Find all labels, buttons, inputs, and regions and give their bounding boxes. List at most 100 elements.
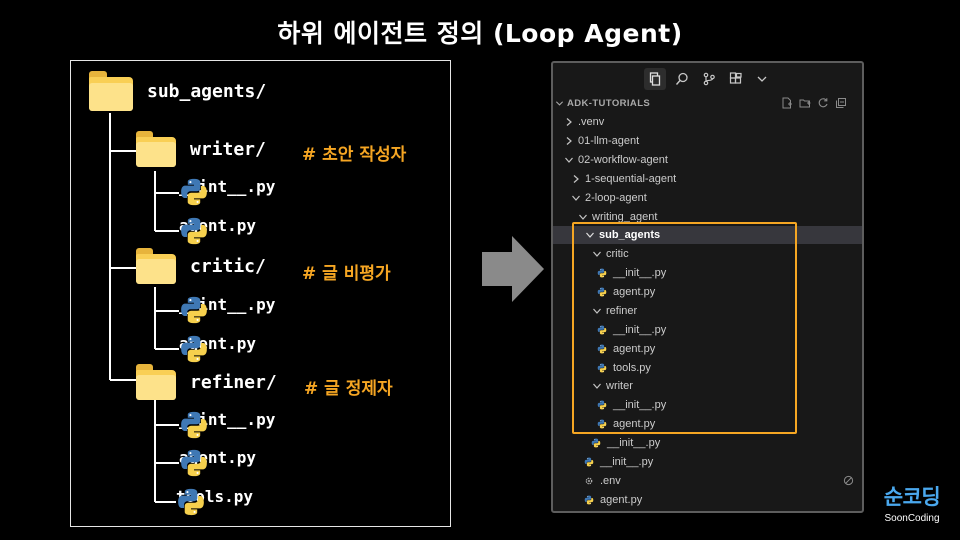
- python-file-icon: [591, 438, 601, 448]
- python-file-icon: [597, 419, 607, 429]
- tree-folder-refiner: refiner/: [136, 364, 277, 400]
- tree-row-label: agent.py: [613, 286, 656, 298]
- folder-label-refiner: refiner/: [190, 371, 277, 393]
- python-file-icon: [597, 287, 607, 297]
- tree-row-refiner-agent[interactable]: agent.py: [553, 340, 862, 358]
- tree-row-agent[interactable]: agent.py: [553, 491, 862, 509]
- tree-file-refiner-agent: agent.py: [179, 448, 256, 477]
- python-icon: [181, 296, 207, 324]
- tree-row-refiner-init[interactable]: __init__.py: [553, 321, 862, 339]
- python-file-icon: [584, 457, 594, 467]
- tree-row-label: __init__.py: [613, 267, 667, 279]
- chevron-down-icon: [593, 308, 601, 314]
- tree-row-sub-agents-init[interactable]: __init__.py: [553, 434, 862, 452]
- tree-row-label: 2-loop-agent: [585, 192, 647, 204]
- chevron-down-icon[interactable]: [555, 99, 564, 108]
- chevron-down-icon: [572, 195, 580, 201]
- tree-folder-critic: critic/: [136, 248, 266, 284]
- tree-row-label: __init__.py: [613, 324, 667, 336]
- tree-row-label: sub_agents: [599, 229, 661, 241]
- explorer-files-icon[interactable]: [644, 68, 666, 90]
- python-icon: [181, 449, 207, 477]
- folder-label-writer: writer/: [190, 138, 266, 160]
- tree-row-label: tools.py: [613, 362, 651, 374]
- tree-row-01-llm-agent[interactable]: 01-llm-agent: [553, 132, 862, 150]
- tree-row-2-loop-agent[interactable]: 2-loop-agent: [553, 189, 862, 207]
- chevron-down-icon: [593, 383, 601, 389]
- tree-row-label: .env: [600, 475, 621, 487]
- vscode-explorer-panel: ADK-TUTORIALS .venv 01-llm-agent 02-work…: [551, 61, 864, 513]
- python-file-icon: [597, 363, 607, 373]
- tree-row-label: 01-llm-agent: [578, 135, 640, 147]
- tree-row-writer[interactable]: writer: [553, 377, 862, 395]
- slide-title: 하위 에이전트 정의 (Loop Agent): [277, 19, 683, 48]
- tree-row-writer-init[interactable]: __init__.py: [553, 396, 862, 414]
- tree-row-label: refiner: [606, 305, 638, 317]
- right-arrow-icon: [482, 236, 544, 302]
- tree-row-02-workflow-agent[interactable]: 02-workflow-agent: [553, 151, 862, 169]
- tree-row-label: __init__.py: [600, 456, 654, 468]
- python-icon: [181, 335, 207, 363]
- tree-row-critic-agent[interactable]: agent.py: [553, 283, 862, 301]
- refiner-comment: # 글 정제자: [304, 379, 393, 399]
- refresh-icon[interactable]: [817, 97, 829, 109]
- workspace-title: ADK-TUTORIALS: [567, 98, 651, 109]
- tree-row-label: __init__.py: [607, 437, 661, 449]
- tree-row-label: __init__.py: [613, 399, 667, 411]
- tree-row-writing-agent[interactable]: writing_agent: [553, 208, 862, 226]
- tree-row-label: 02-workflow-agent: [578, 154, 668, 166]
- python-icon: [178, 488, 204, 516]
- tree-file-writer-agent: agent.py: [179, 216, 256, 245]
- tree-row-refiner-tools[interactable]: tools.py: [553, 359, 862, 377]
- source-control-icon[interactable]: [700, 70, 718, 88]
- collapse-all-icon[interactable]: [835, 97, 847, 109]
- chevron-right-icon: [566, 137, 572, 145]
- python-icon: [181, 178, 207, 206]
- tree-row-critic-init[interactable]: __init__.py: [553, 264, 862, 282]
- extensions-icon[interactable]: [727, 70, 745, 88]
- tree-row-label: 1-sequential-agent: [585, 173, 677, 185]
- tree-row-refiner[interactable]: refiner: [553, 302, 862, 320]
- folder-icon: [136, 131, 176, 167]
- ignored-file-icon: [843, 475, 854, 486]
- tree-row-writer-agent[interactable]: agent.py: [553, 415, 862, 433]
- tree-file-refiner-tools: tools.py: [176, 487, 253, 516]
- critic-comment: # 글 비평가: [302, 264, 391, 284]
- tree-row-env[interactable]: .env: [553, 472, 862, 490]
- tree-row-critic[interactable]: critic: [553, 245, 862, 263]
- tree-row-sub-agents[interactable]: sub_agents: [553, 226, 862, 244]
- new-folder-icon[interactable]: [799, 97, 811, 109]
- chevron-down-icon: [579, 214, 587, 220]
- python-file-icon: [597, 344, 607, 354]
- tree-row-label: .venv: [578, 116, 605, 128]
- tree-row-label: agent.py: [613, 343, 656, 355]
- tree-row-venv[interactable]: .venv: [553, 113, 862, 131]
- chevron-down-icon: [586, 232, 594, 238]
- tree-file-critic-init: __int__.py: [179, 295, 275, 324]
- explorer-section-header[interactable]: ADK-TUTORIALS: [553, 94, 862, 113]
- folder-icon: [136, 364, 176, 400]
- folder-icon: [89, 71, 133, 111]
- chevron-down-icon: [565, 157, 573, 163]
- chevron-right-icon: [573, 175, 579, 183]
- writer-comment: # 초안 작성자: [302, 145, 407, 165]
- folder-label-sub-agents: sub_agents/: [147, 80, 267, 102]
- tree-folder-writer: writer/: [136, 131, 266, 167]
- chevron-right-icon: [566, 118, 572, 126]
- python-file-icon: [597, 268, 607, 278]
- chevron-down-icon[interactable]: [753, 70, 771, 88]
- chevron-down-icon: [593, 251, 601, 257]
- tree-root-folder: sub_agents/: [89, 71, 266, 111]
- folder-label-critic: critic/: [190, 255, 266, 277]
- sooncoding-logo: 순코딩 SoonCoding: [870, 486, 954, 524]
- tree-row-label: writing_agent: [592, 211, 658, 223]
- new-file-icon[interactable]: [781, 97, 793, 109]
- tree-row-writing-agent-init[interactable]: __init__.py: [553, 453, 862, 471]
- tree-file-writer-init: __int__.py: [179, 177, 275, 206]
- folder-tree-diagram: sub_agents/ writer/ # 초안 작성자 __int__.py …: [70, 60, 451, 527]
- tree-row-label: writer: [606, 380, 633, 392]
- tree-row-label: agent.py: [613, 418, 656, 430]
- tree-row-1-sequential-agent[interactable]: 1-sequential-agent: [553, 170, 862, 188]
- search-icon[interactable]: [673, 70, 691, 88]
- activity-bar: [553, 63, 862, 95]
